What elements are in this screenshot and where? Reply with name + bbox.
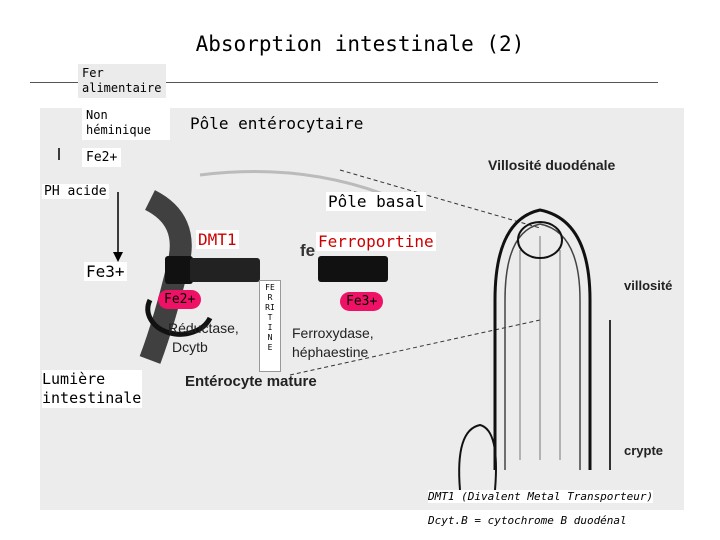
divider [30,82,658,83]
enterocyte-text: Entérocyte mature [185,373,317,390]
ferroxydase-text: Ferroxydase, [292,325,374,341]
ferritine-letter: E [267,343,273,352]
pole-enterocytaire-label: Pôle entérocytaire [190,114,364,133]
ferritine-letter: N [267,333,273,342]
dcytb-definition: Dcyt.B = cytochrome B duodénal [428,514,627,527]
fe3-left-label: Fe3+ [84,262,127,281]
villosite-text: villosité [624,278,672,293]
ferritine-letter: T [267,313,273,322]
crypte-text: crypte [624,443,663,458]
lumiere-label: Lumière intestinale [42,370,142,408]
slide-title: Absorption intestinale (2) [195,32,525,56]
pole-basal-label: Pôle basal [326,192,427,211]
ferroportine-label: Ferroportine [316,232,436,251]
reductase-text: Réductase, [168,320,239,336]
fe-small-text: fe [300,241,315,260]
dcytb-text: Dcytb [172,339,208,355]
dmt1-definition: DMT1 (Divalent Metal Transporteur) [428,490,654,503]
ph-acide-label: PH acide [42,184,109,199]
ferritine-letter: I [267,323,273,332]
dmt1-label: DMT1 [196,230,239,249]
fe2-pink-label: Fe2+ [158,290,202,309]
ferritine-letter: R [267,293,273,302]
non-heminique-label: Non héminique [82,106,170,140]
ferritine-letter: FE [265,283,275,292]
ferritine-letter: RI [265,303,275,312]
fe2-top-label: Fe2+ [82,148,122,167]
ferritine-vertical-label: FE R RI T I N E [259,280,281,372]
fer-alimentaire-label: Fer alimentaire [78,64,166,98]
hephaestine-text: héphaestine [292,344,369,360]
fe3-pink-label: Fe3+ [340,292,384,311]
villosite-duodenale-text: Villosité duodénale [488,157,616,173]
